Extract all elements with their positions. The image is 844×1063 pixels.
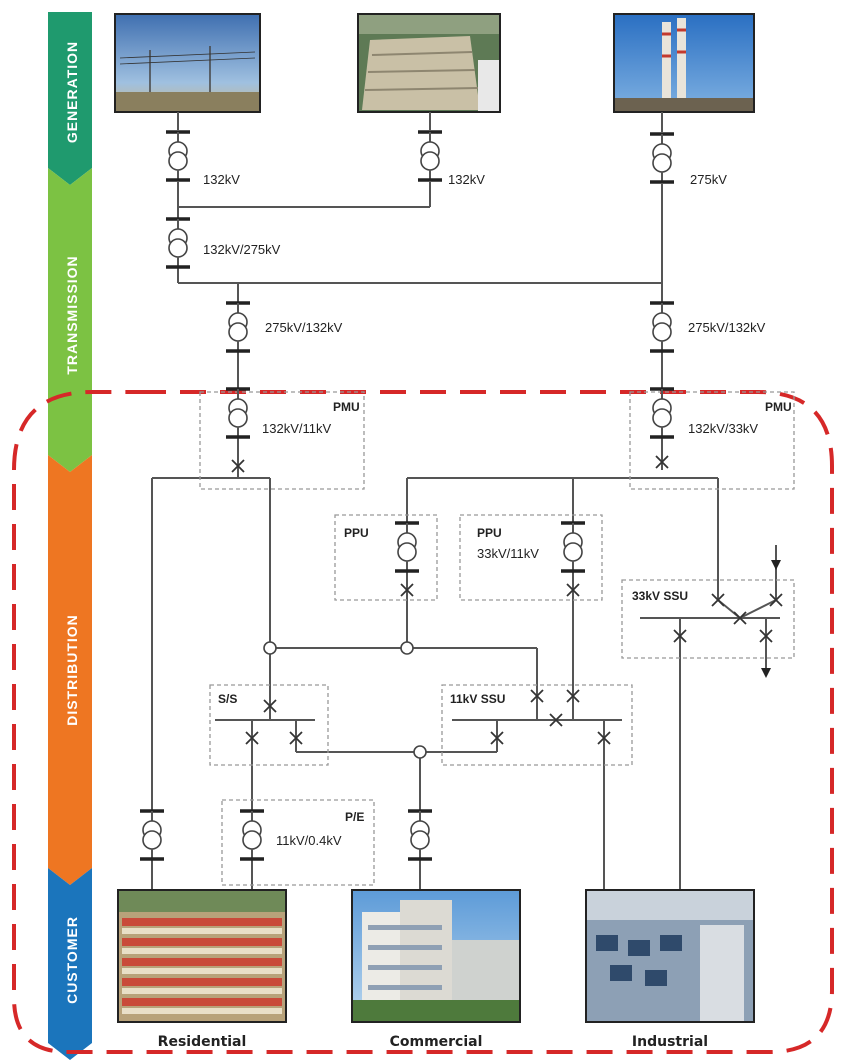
junction-icon <box>263 641 427 759</box>
pmu-right-title: PMU <box>765 400 792 414</box>
ppu-left-title: PPU <box>344 526 369 540</box>
stage-customer: CUSTOMER <box>48 868 92 1060</box>
step-down-left-voltage: 275kV/132kV <box>265 320 343 335</box>
distribution-boundary <box>12 390 834 1054</box>
power-station-photo <box>613 13 755 113</box>
hydro-dam-photo <box>357 13 501 113</box>
stage-generation-label: GENERATION <box>64 41 80 143</box>
ssu-11-title: 11kV SSU <box>450 692 505 706</box>
pmu-left-title: PMU <box>333 400 360 414</box>
ss-title: S/S <box>218 692 237 706</box>
pmu-left-voltage: 132kV/11kV <box>262 421 331 436</box>
stage-generation: GENERATION <box>48 12 92 185</box>
pe-voltage: 11kV/0.4kV <box>276 833 342 848</box>
stage-transmission-label: TRANSMISSION <box>64 255 80 374</box>
step-down-right-voltage: 275kV/132kV <box>688 320 766 335</box>
gen2-voltage: 132kV <box>448 172 485 187</box>
stage-transmission: TRANSMISSION <box>48 168 92 472</box>
ppu-right-box <box>459 514 603 601</box>
commercial-label: Commercial <box>390 1034 483 1050</box>
gen3-voltage: 275kV <box>690 172 727 187</box>
commercial-building-photo <box>351 889 521 1023</box>
ssu-11-box <box>441 684 633 766</box>
ppu-right-title: PPU <box>477 526 502 540</box>
step-up-voltage: 132kV/275kV <box>203 242 281 257</box>
industrial-label: Industrial <box>632 1034 708 1050</box>
gen1-voltage: 132kV <box>203 172 240 187</box>
pe-title: P/E <box>345 810 364 824</box>
ssu-33-box <box>621 579 795 659</box>
ssu-33-title: 33kV SSU <box>632 589 688 603</box>
stage-distribution-label: DISTRIBUTION <box>64 614 80 726</box>
network-wiring <box>151 112 781 890</box>
ppu-right-voltage: 33kV/11kV <box>477 546 539 561</box>
stage-customer-label: CUSTOMER <box>64 916 80 1004</box>
pmu-right-box <box>629 391 795 490</box>
power-lines-photo <box>114 13 261 113</box>
ppu-left-box <box>334 514 438 601</box>
stage-distribution: DISTRIBUTION <box>48 455 92 885</box>
ss-box <box>209 684 329 766</box>
pmu-left-box <box>199 391 365 490</box>
pmu-right-voltage: 132kV/33kV <box>688 421 758 436</box>
residential-label: Residential <box>158 1034 247 1050</box>
residential-photo <box>117 889 287 1023</box>
factory-photo <box>585 889 755 1023</box>
